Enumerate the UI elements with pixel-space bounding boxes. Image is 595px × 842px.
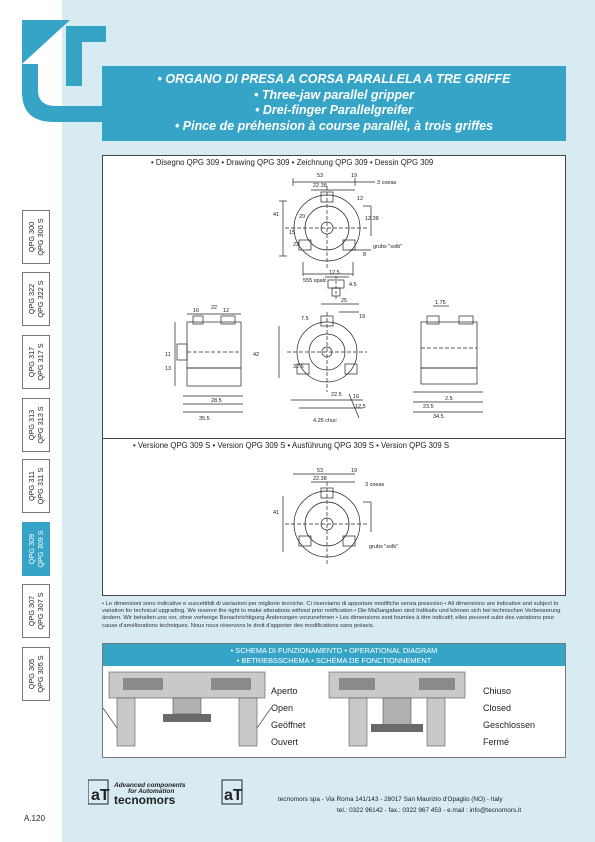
company-address: tecnomors spa - Via Roma 141/143 - 28017… [278, 796, 503, 803]
dimensions-note: • Le dimensioni sono indicative e suscet… [102, 601, 561, 629]
title-german: • Drei-finger Parallelgreifer [255, 103, 413, 117]
gripper-right-side-view [413, 305, 483, 413]
title-italian: • ORGANO DI PRESA A CORSA PARALLELA A TR… [157, 72, 511, 86]
tagline-2: for Automation [128, 788, 174, 795]
ver-dim-41: 41 [273, 510, 279, 516]
dim-12-5: 12.5 [329, 270, 340, 276]
version-caption: • Versione QPG 309 S • Version QPG 309 S… [133, 441, 450, 450]
dim-555: 555 spalc [303, 278, 327, 284]
label-open-en: Open [271, 703, 294, 713]
technical-drawing: 53 19 22.38 3 coeas 12 12.38 22 15 20 41… [165, 173, 483, 566]
ver-dim-22-38: 22.38 [313, 476, 327, 482]
dim-16: 16 [193, 308, 199, 314]
dim-19b: 19 [359, 314, 365, 320]
schema-title-2: • BETRIEBSSCHEMA • SCHÉMA DE FONCTIONNEM… [236, 655, 432, 665]
label-open-fr: Ouvert [271, 737, 299, 747]
title-banner: • ORGANO DI PRESA A CORSA PARALLELA A TR… [102, 66, 566, 141]
dim-22: 22 [293, 242, 299, 248]
title-english: • Three-jaw parallel gripper [254, 87, 414, 102]
dim-28-5: 28.5 [211, 398, 222, 404]
dim-34-5: 34.5 [433, 414, 444, 420]
logo-mark-right: aT [224, 787, 243, 804]
label-closed-it: Chiuso [483, 686, 512, 696]
gripper-left-side-view [174, 313, 243, 413]
gripper-top-view [279, 178, 375, 276]
open-gripper-diagram [103, 671, 272, 747]
dim-4-5: 4.5 [349, 282, 357, 288]
dim-2-5: 2.5 [445, 396, 453, 402]
tagline-1: Advanced components [113, 782, 186, 789]
dim-22-38: 22.38 [313, 183, 327, 189]
label-open-it: Aperto [271, 686, 298, 696]
version-top-view [282, 473, 372, 566]
label-closed-fr: Fermé [483, 737, 510, 747]
dim-53: 53 [317, 173, 323, 179]
closed-gripper-diagram [328, 671, 466, 747]
footer-brand-logo: aT Advanced components for Automation te… [87, 778, 243, 807]
dim-42: 42 [253, 352, 259, 358]
dim-15: 15 [289, 230, 295, 236]
label-closed-en: Closed [483, 703, 512, 713]
dim-12: 12 [357, 196, 363, 202]
schema-header: • SCHEMA DI FUNZIONAMENTO • OPERATIONAL … [103, 644, 565, 666]
dim-25: 25 [341, 298, 347, 304]
drawing-caption: • Disegno QPG 309 • Drawing QPG 309 • Ze… [151, 158, 434, 167]
label-closed-de: Geschlossen [483, 720, 536, 730]
dim-19: 19 [351, 173, 357, 179]
logo-mark-left: aT [91, 787, 110, 804]
brand-name: tecnomors [114, 793, 176, 806]
dim-12b: 12 [223, 308, 229, 314]
dim-12-38: 12.38 [365, 216, 379, 222]
dim-16b: 16 [353, 394, 359, 400]
dim-4-25-chuc: 4.25 chuc [313, 418, 337, 424]
tecnomors-logo-icon [14, 20, 124, 130]
dim-7-5: 7.5 [301, 316, 309, 322]
dim-23-5: 23.5 [423, 404, 434, 410]
schema-illustration [103, 671, 466, 747]
dim-22-5: 22.5 [331, 392, 342, 398]
drawing-divider [103, 438, 565, 439]
dim-41: 41 [273, 212, 279, 218]
gripper-front-view [278, 303, 367, 419]
dim-8: 8 [363, 252, 366, 258]
technical-drawing-frame: • Disegno QPG 309 • Drawing QPG 309 • Ze… [102, 155, 566, 596]
title-french: • Pince de préhension à course parallèl,… [174, 118, 494, 133]
ver-grubs-label: grubs "solb" [369, 544, 398, 550]
ver-dim-19: 19 [351, 468, 357, 474]
dim-1-75: 1.75 [435, 300, 446, 306]
operational-diagram: • SCHEMA DI FUNZIONAMENTO • OPERATIONAL … [102, 643, 566, 758]
schema-title-1: • SCHEMA DI FUNZIONAMENTO • OPERATIONAL … [230, 646, 438, 655]
page-number: A.120 [24, 814, 45, 823]
dim-12-5b: 12.5 [355, 404, 366, 410]
label-open-de: Geöffnet [271, 720, 306, 730]
ver-dim-coeas: 3 coeas [365, 482, 385, 488]
dim-32-5: 32.5 [293, 364, 304, 370]
dim-13: 13 [165, 366, 171, 372]
dim-20: 20 [299, 214, 305, 220]
ver-dim-53: 53 [317, 468, 323, 474]
finger-detail [325, 276, 349, 301]
company-contact: tel.: 0322 96142 - fax.: 0322 967 453 - … [337, 807, 522, 814]
dim-3-coeas: 3 coeas [377, 180, 397, 186]
dim-22b: 22 [211, 305, 217, 311]
grubs-label: grubs "solb" [373, 244, 402, 250]
dim-35-5: 35.5 [199, 416, 210, 422]
dim-11: 11 [165, 352, 171, 358]
